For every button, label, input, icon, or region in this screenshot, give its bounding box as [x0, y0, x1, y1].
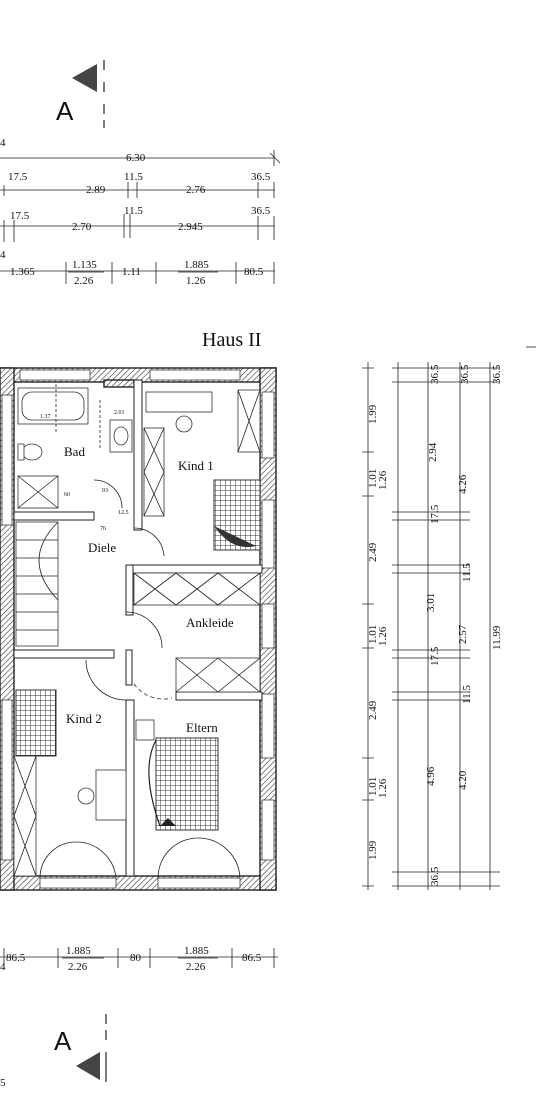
dim-bottom-1-885-a: 1.885 — [66, 945, 91, 957]
dim-top-row4-left: 4 — [0, 249, 6, 261]
room-label-ankleide: Ankleide — [186, 615, 234, 630]
vdim-col1-1-01-b: 1.01 — [367, 625, 379, 644]
interior-small-labels: 1.37 2.01 76 12.5 93 60 — [40, 410, 129, 532]
vdim-col2-1-26-b: 1.26 — [377, 626, 389, 646]
dim-top-1-365: 1.365 — [10, 266, 35, 278]
vdim-col2-36-5-b: 36.5 — [429, 866, 441, 886]
room-label-kind2: Kind 2 — [66, 711, 102, 726]
vdim-col3-4-96: 4.96 — [425, 766, 437, 786]
dim-top-17-5-b: 17.5 — [10, 210, 30, 222]
room-label-bad: Bad — [64, 444, 85, 459]
top-dimensions: 4 6.30 17.5 2.89 11.5 2.76 36.5 17.5 2.7… — [0, 137, 281, 287]
room-label-diele: Diele — [88, 540, 116, 555]
vdim-col4-2-57: 2.57 — [457, 624, 469, 644]
furniture — [13, 384, 261, 879]
vdim-col3-17-5-a: 17.5 — [429, 504, 441, 524]
dim-top-2-70: 2.70 — [72, 221, 92, 233]
dim-top-11-5-a: 11.5 — [124, 171, 143, 183]
dim-bottom-80: 80 — [130, 952, 142, 964]
vdim-col4-4-26: 4.26 — [457, 474, 469, 494]
dim-bottom-2-26-a: 2.26 — [68, 961, 88, 973]
small-label-1-37: 1.37 — [40, 414, 51, 420]
dim-top-17-5-a: 17.5 — [8, 171, 28, 183]
dim-top-1-11: 1.11 — [122, 266, 141, 278]
section-label-top: A — [56, 96, 74, 126]
dim-top-6-30: 6.30 — [126, 152, 146, 164]
vdim-col2-36-5-a: 36.5 — [429, 364, 441, 384]
dim-bottom-86-5-a: 86.5 — [6, 952, 26, 964]
vdim-col4-11-99: 11.99 — [491, 625, 503, 650]
dim-bottom-1-885-b: 1.885 — [184, 945, 209, 957]
vdim-col3-4-20: 4.20 — [457, 770, 469, 790]
dim-top-1-26: 1.26 — [186, 275, 206, 287]
vdim-col1-1-99-b: 1.99 — [367, 840, 379, 860]
room-labels: Bad Kind 1 Diele Ankleide Kind 2 Eltern — [64, 444, 234, 735]
dim-bottom-86-5-b: 86.5 — [242, 952, 262, 964]
section-marker-top: A — [56, 60, 105, 128]
vdim-col1-2-49-a: 2.49 — [367, 542, 379, 562]
dim-bottom-left: 4 — [0, 961, 6, 973]
small-label-12-5: 12.5 — [118, 510, 129, 516]
building-walls — [0, 367, 277, 891]
vdim-col3-3-01: 3.01 — [425, 593, 437, 612]
small-label-2-01: 2.01 — [114, 410, 125, 416]
small-label-93: 93 — [102, 488, 108, 494]
room-label-eltern: Eltern — [186, 720, 218, 735]
dim-top-1-135: 1.135 — [72, 259, 97, 271]
dim-top-row0-left: 4 — [0, 137, 6, 149]
vertical-dimensions: 1.99 1.01 2.49 1.01 2.49 1.01 1.99 1.26 … — [362, 362, 503, 890]
small-label-60: 60 — [64, 492, 70, 498]
plan-title: Haus II — [202, 329, 261, 351]
dim-top-1-885: 1.885 — [184, 259, 209, 271]
dim-bottom-2-26-b: 2.26 — [186, 961, 206, 973]
vdim-col4-11-5-b: 11.5 — [461, 685, 473, 704]
section-label-bottom: A — [54, 1026, 72, 1056]
dim-top-2-945: 2.945 — [178, 221, 203, 233]
vdim-col1-1-01-c: 1.01 — [367, 777, 379, 796]
room-label-kind1: Kind 1 — [178, 458, 214, 473]
dim-top-11-5-b: 11.5 — [124, 205, 143, 217]
dim-top-80-5: 80.5 — [244, 266, 264, 278]
small-label-76: 76 — [100, 526, 106, 532]
vdim-col3-17-5-b: 17.5 — [429, 646, 441, 666]
vdim-col1-2-49-b: 2.49 — [367, 700, 379, 720]
vdim-col2-1-26-a: 1.26 — [377, 470, 389, 490]
section-marker-bottom: A 5 — [0, 1014, 107, 1089]
vdim-col1-1-99-a: 1.99 — [367, 404, 379, 424]
dim-top-2-76: 2.76 — [186, 184, 206, 196]
vdim-col2-1-26-c: 1.26 — [377, 778, 389, 798]
dim-top-2-89: 2.89 — [86, 184, 106, 196]
dim-top-2-26: 2.26 — [74, 275, 94, 287]
bottom-dimensions: 4 86.5 1.885 2.26 80 1.885 2.26 86.5 — [0, 945, 278, 973]
vdim-col4-36-5-a: 36.5 — [459, 364, 471, 384]
bottom-corner-label: 5 — [0, 1077, 6, 1089]
vdim-col4-36-5-b: 36.5 — [491, 364, 503, 384]
vdim-col1-1-01-a: 1.01 — [367, 469, 379, 488]
vdim-col4-11-5-a: 11.5 — [461, 563, 473, 582]
dim-top-36-5-b: 36.5 — [251, 205, 271, 217]
dim-top-36-5-a: 36.5 — [251, 171, 271, 183]
vdim-col3-2-94: 2.94 — [427, 442, 439, 462]
